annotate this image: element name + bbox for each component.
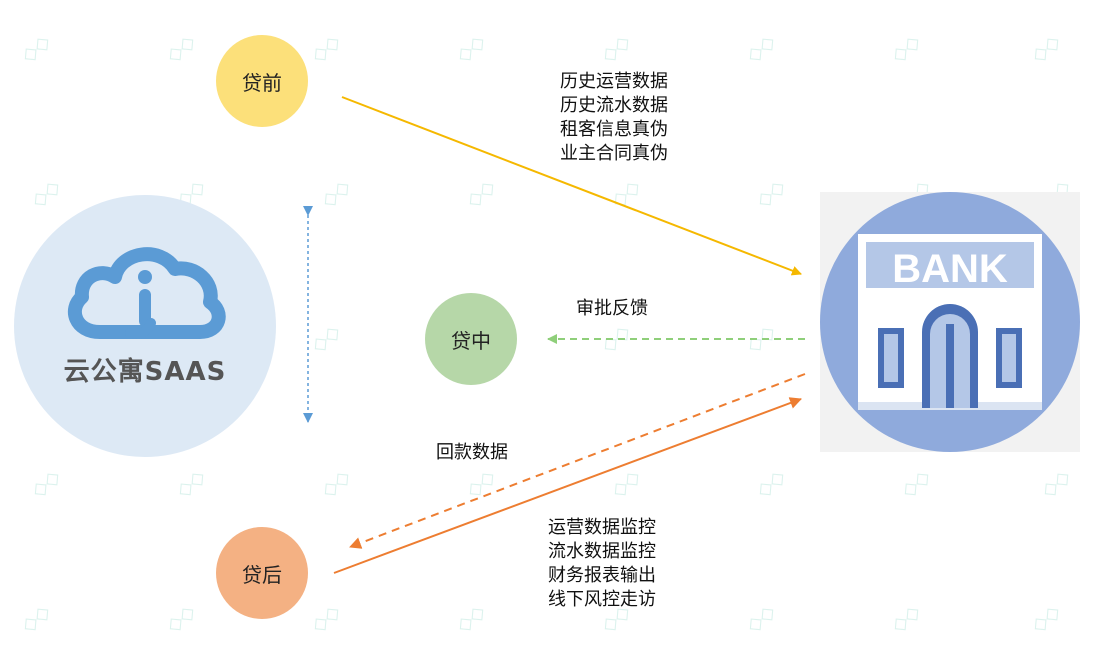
pre-loan-label: 贷前	[242, 70, 282, 95]
pre-loan-data-item: 业主合同真伪	[560, 143, 668, 164]
pre-loan-data-item: 租客信息真伪	[560, 119, 668, 140]
cloud-logo-icon	[67, 246, 226, 339]
post-loan-data-item: 线下风控走访	[548, 589, 656, 610]
post-loan-node: 贷后	[216, 527, 308, 619]
post-loan-data-item: 流水数据监控	[548, 541, 656, 562]
bank-icon: BANK	[820, 192, 1080, 452]
pre-loan-arrow	[341, 96, 802, 276]
approval-feedback-label: 审批反馈	[576, 298, 648, 319]
mid-loan-node: 贷中	[425, 293, 517, 385]
post-loan-data-list: 运营数据监控 流水数据监控 财务报表输出 线下风控走访	[548, 516, 656, 612]
repayment-data-label: 回款数据	[436, 442, 508, 463]
platform-name: 云公寓SAAS	[63, 356, 227, 387]
pre-loan-data-list: 历史运营数据 历史流水数据 租客信息真伪 业主合同真伪	[560, 70, 668, 166]
post-loan-label: 贷后	[242, 562, 282, 587]
post-loan-arrow	[333, 397, 802, 574]
repayment-arrow	[349, 373, 806, 549]
post-loan-data-item: 财务报表输出	[548, 565, 656, 586]
pre-loan-data-item: 历史运营数据	[560, 71, 668, 92]
pre-loan-node: 贷前	[216, 35, 308, 127]
post-loan-data-item: 运营数据监控	[548, 517, 656, 538]
bank-panel: BANK	[820, 192, 1080, 452]
mid-loan-label: 贷中	[451, 328, 491, 353]
pre-loan-data-item: 历史流水数据	[560, 95, 668, 116]
platform-circle: 云公寓SAAS	[14, 195, 276, 457]
bank-sign: BANK	[892, 247, 1008, 291]
